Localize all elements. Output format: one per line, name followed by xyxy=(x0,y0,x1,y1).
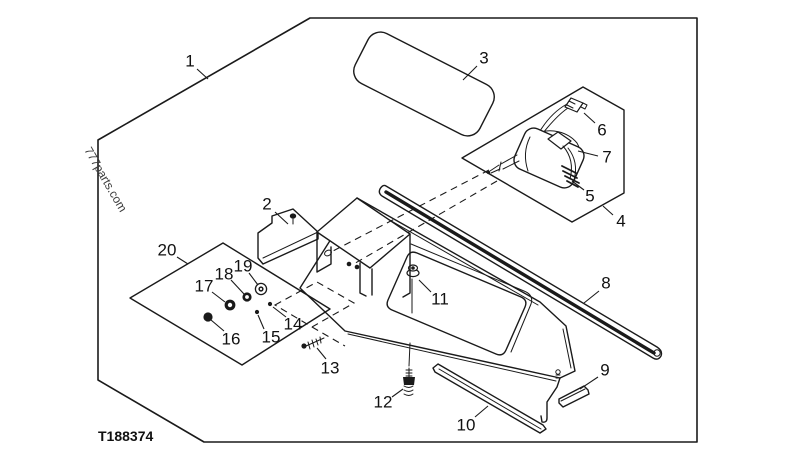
callout-leader-6 xyxy=(583,112,596,124)
callout-12: 12 xyxy=(374,393,393,412)
callout-3: 3 xyxy=(479,49,488,68)
cover-panel-3 xyxy=(353,31,495,137)
connector-6 xyxy=(564,97,588,113)
trim-strip-10 xyxy=(432,363,547,434)
diagram-border xyxy=(97,17,698,443)
part-number-label: T188374 xyxy=(98,428,153,444)
motor-assembly xyxy=(486,97,588,189)
motor-enclosure-4 xyxy=(461,86,625,223)
callout-11: 11 xyxy=(431,290,449,309)
motor-shaft xyxy=(486,154,520,175)
watermark-text: 777parts.com xyxy=(81,145,129,215)
cover-bracket-2 xyxy=(257,197,411,298)
callout-6: 6 xyxy=(597,121,606,140)
washer-19 xyxy=(254,282,268,296)
grommet-17 xyxy=(224,299,236,311)
console-screw-b xyxy=(354,264,360,270)
callout-leader-19 xyxy=(248,272,259,286)
callout-leader-4 xyxy=(602,205,614,216)
washer-18 xyxy=(242,292,252,302)
callout-leader-5 xyxy=(571,180,585,191)
assembly-dashes xyxy=(332,169,498,266)
callout-5: 5 xyxy=(585,187,594,206)
small-strip-9 xyxy=(558,385,590,408)
console-screw-a xyxy=(346,261,352,267)
callout-17: 17 xyxy=(195,277,214,296)
callout-20: 20 xyxy=(158,241,177,260)
pin-15 xyxy=(254,309,260,315)
callout-leader-11 xyxy=(418,279,432,293)
callout-leader-10 xyxy=(474,405,489,418)
callout-2: 2 xyxy=(262,195,271,214)
callout-4: 4 xyxy=(616,212,625,231)
callout-leader-2 xyxy=(274,211,289,225)
callout-15: 15 xyxy=(262,328,281,347)
console-recess xyxy=(386,243,533,356)
callout-1: 1 xyxy=(185,52,194,71)
callout-13: 13 xyxy=(321,359,340,378)
screw-13 xyxy=(301,336,325,350)
motor-clip-7 xyxy=(547,131,572,150)
motor-wire xyxy=(539,103,568,132)
callout-10: 10 xyxy=(457,416,476,435)
callout-9: 9 xyxy=(600,361,609,380)
callout-16: 16 xyxy=(222,330,241,349)
pin-14 xyxy=(267,301,273,307)
callout-leader-20 xyxy=(176,256,189,265)
motor-spring-5 xyxy=(561,165,580,188)
callout-leader-9 xyxy=(579,376,599,390)
callout-leader-18 xyxy=(230,279,245,295)
callout-leader-3 xyxy=(462,65,478,81)
callout-leader-16 xyxy=(210,319,225,332)
screw-12 xyxy=(403,367,415,396)
motor-wire-2 xyxy=(542,107,569,134)
callout-18: 18 xyxy=(215,265,234,284)
callout-leader-17 xyxy=(211,291,226,303)
callout-19: 19 xyxy=(234,257,253,276)
callout-8: 8 xyxy=(601,274,610,293)
hardware-group-20 xyxy=(129,242,356,366)
callout-leader-12 xyxy=(391,388,404,398)
bridge-hole xyxy=(324,249,332,257)
nut-11 xyxy=(406,264,420,367)
callout-7: 7 xyxy=(602,148,611,167)
callout-14: 14 xyxy=(284,315,303,334)
callout-leader-7 xyxy=(577,150,599,157)
callout-leader-8 xyxy=(583,290,600,304)
callout-leader-14 xyxy=(272,306,287,318)
small-screw-detail xyxy=(555,369,561,379)
callout-leader-13 xyxy=(316,347,327,360)
callout-leader-15 xyxy=(257,314,265,330)
bracket-screw xyxy=(289,213,297,225)
callout-leader-1 xyxy=(196,68,209,80)
ball-stud-16 xyxy=(203,312,213,322)
